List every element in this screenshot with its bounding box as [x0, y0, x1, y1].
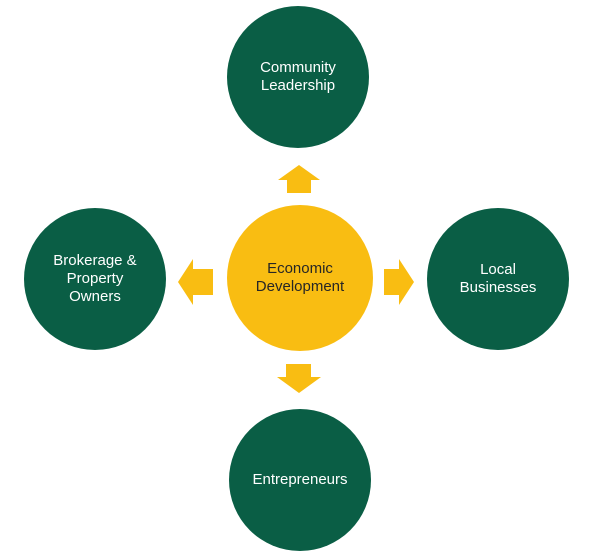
- node-economic-development: Economic Development: [227, 205, 373, 351]
- node-label: Community Leadership: [260, 59, 336, 94]
- arrow-down: [277, 364, 321, 393]
- node-label: Local Businesses: [459, 261, 537, 296]
- node-brokerage-property-owners: Brokerage & Property Owners: [24, 208, 166, 350]
- node-local-businesses: Local Businesses: [427, 208, 569, 350]
- node-community-leadership: Community Leadership: [227, 6, 369, 148]
- arrow-left: [178, 259, 213, 305]
- node-label: Brokerage & Property Owners: [53, 252, 137, 305]
- node-label: Entrepreneurs: [252, 471, 348, 488]
- arrow-up: [278, 165, 320, 193]
- arrow-right: [384, 259, 414, 305]
- node-entrepreneurs: Entrepreneurs: [229, 409, 371, 551]
- center-label: Economic Development: [255, 260, 345, 295]
